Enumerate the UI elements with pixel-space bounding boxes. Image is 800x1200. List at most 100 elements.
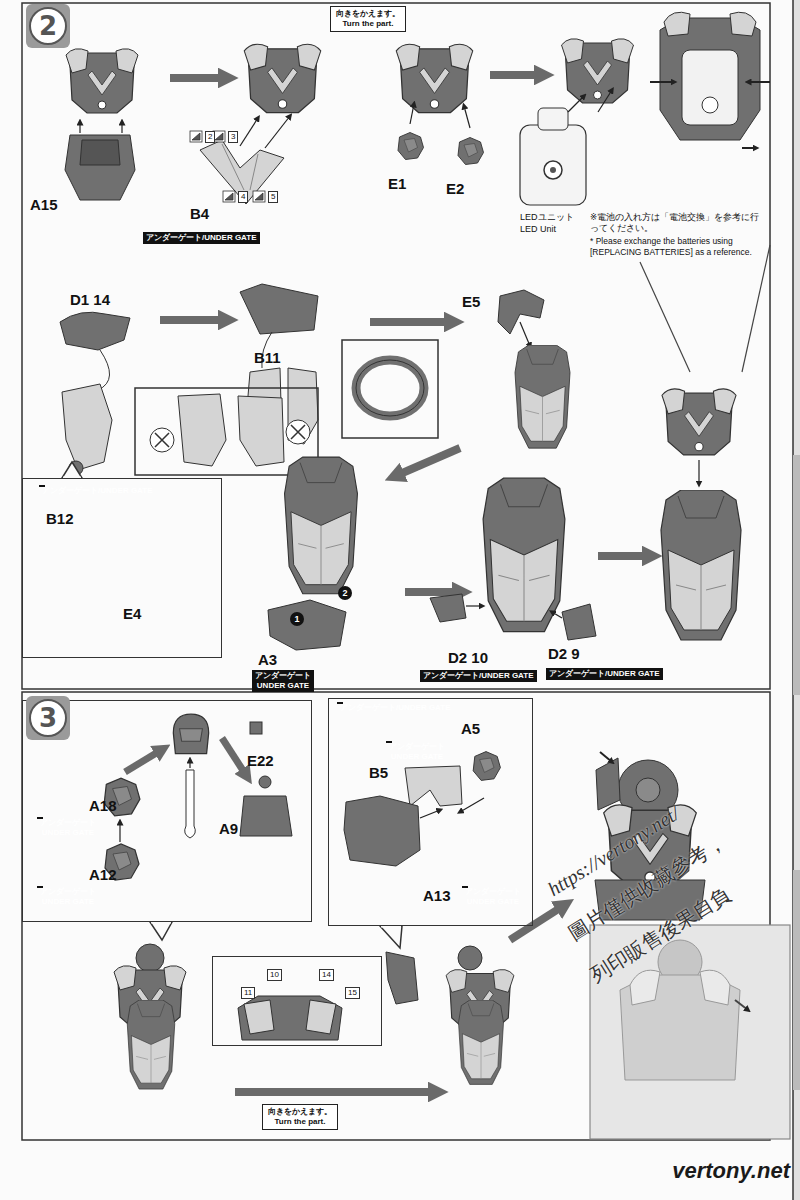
gate-number: 14 — [319, 969, 334, 981]
art-rect — [253, 191, 265, 202]
art-path — [215, 133, 223, 140]
node-text: Turn the part. — [268, 1117, 332, 1127]
art-path — [562, 604, 596, 640]
step-number: 2 — [26, 4, 70, 48]
art-use — [285, 457, 358, 594]
art-rect — [342, 340, 438, 438]
inset-box: B12E4アンダーゲート/UNDER GATE — [22, 478, 222, 658]
art-line — [79, 122, 80, 133]
part-label: E1 — [388, 176, 406, 193]
part-label: B11 — [254, 350, 281, 367]
gate-number: 10 — [267, 969, 282, 981]
art-path — [700, 970, 730, 1005]
art-use — [473, 752, 500, 781]
node-text: アンダーゲート UNDER GATE — [40, 818, 96, 838]
part-label: A9 — [219, 821, 238, 838]
art-line — [189, 760, 190, 768]
art-rect — [250, 722, 262, 734]
art-use — [483, 478, 565, 631]
art-path — [430, 594, 466, 622]
gate-number: 11 — [241, 987, 255, 999]
node-text: Turn the part. — [336, 19, 400, 29]
art-line — [600, 752, 612, 762]
node-text: アンダーゲート UNDER GATE — [389, 742, 445, 762]
art-use — [173, 714, 208, 754]
art-rect — [682, 50, 738, 125]
gate-number: 3 — [228, 131, 238, 143]
art-path — [306, 1000, 336, 1034]
part-label: B5 — [369, 765, 388, 782]
unit-label: LED Unit — [520, 224, 556, 235]
note-text: ※電池の入れ方は「電池交換」を参考に行ってください。 — [590, 212, 768, 234]
node-text: アンダーゲート UNDER GATE — [40, 887, 96, 907]
art-line — [265, 116, 290, 148]
art-line — [420, 810, 440, 818]
art-ellipse — [356, 360, 424, 416]
art-line — [160, 316, 222, 324]
watermark: vertony.net — [672, 1158, 790, 1184]
art-path — [405, 766, 462, 806]
art-path — [240, 796, 292, 836]
node-text: アンダーゲート/UNDER GATE — [42, 486, 153, 496]
art-circle — [702, 97, 718, 113]
art-rect — [793, 0, 800, 1200]
part-label: D1 14 — [70, 292, 110, 309]
node-text: アンダーゲート/UNDER GATE — [146, 233, 257, 243]
art-rect — [22, 3, 770, 689]
art-path — [386, 952, 418, 1004]
part-label: E22 — [247, 753, 274, 770]
art-rect — [520, 125, 586, 205]
art-path — [268, 600, 346, 650]
node-text: 向きをかえます。 — [336, 9, 400, 19]
art-line — [698, 460, 699, 484]
art-circle — [458, 946, 482, 970]
art-path — [178, 394, 226, 466]
art-path — [344, 796, 420, 866]
art-line — [222, 738, 244, 772]
art-line — [240, 118, 258, 146]
unit-label: LEDユニット — [520, 212, 574, 223]
step2-row2 — [60, 245, 770, 650]
art-line — [464, 106, 470, 128]
art-path — [498, 290, 544, 334]
step2-row1 — [65, 12, 770, 205]
art-ellipse — [356, 360, 424, 416]
gate-number: 2 — [205, 131, 215, 143]
node-text: アンダーゲート/UNDER GATE — [423, 671, 534, 681]
node-text: アンダーゲート/UNDER GATE — [549, 669, 660, 679]
art-rect — [538, 108, 568, 130]
part-label: A13 — [423, 888, 451, 905]
part-label: A3 — [258, 652, 277, 669]
art-use — [459, 1000, 504, 1084]
art-line — [381, 925, 401, 928]
callout-number: 2 — [338, 586, 352, 600]
inset-box: 10111415 — [212, 956, 382, 1046]
art-path — [225, 193, 233, 200]
part-label: E5 — [462, 294, 480, 311]
art-line — [735, 1000, 748, 1010]
art-circle — [636, 778, 660, 802]
part-label: A18 — [89, 798, 117, 815]
art-circle — [259, 776, 271, 788]
art-path — [80, 140, 120, 165]
node-text: 3 — [29, 699, 67, 737]
art-use — [515, 345, 570, 448]
art-rect — [793, 455, 800, 695]
art-line — [370, 318, 448, 326]
art-path — [291, 425, 305, 439]
art-path — [155, 433, 169, 447]
part-label: D2 10 — [448, 650, 488, 667]
art-path — [60, 312, 130, 350]
art-circle — [544, 161, 562, 179]
art-path — [65, 135, 135, 200]
note-box: 向きをかえます。Turn the part. — [330, 6, 406, 32]
art-line — [598, 90, 612, 112]
art-rect — [793, 870, 800, 1090]
art-line — [119, 822, 120, 842]
under-gate-tag: アンダーゲート UNDER GATE — [462, 886, 468, 888]
art-path — [185, 770, 196, 838]
art-path — [200, 140, 284, 204]
step-number: 3 — [26, 696, 70, 740]
part-label: B12 — [46, 511, 74, 528]
